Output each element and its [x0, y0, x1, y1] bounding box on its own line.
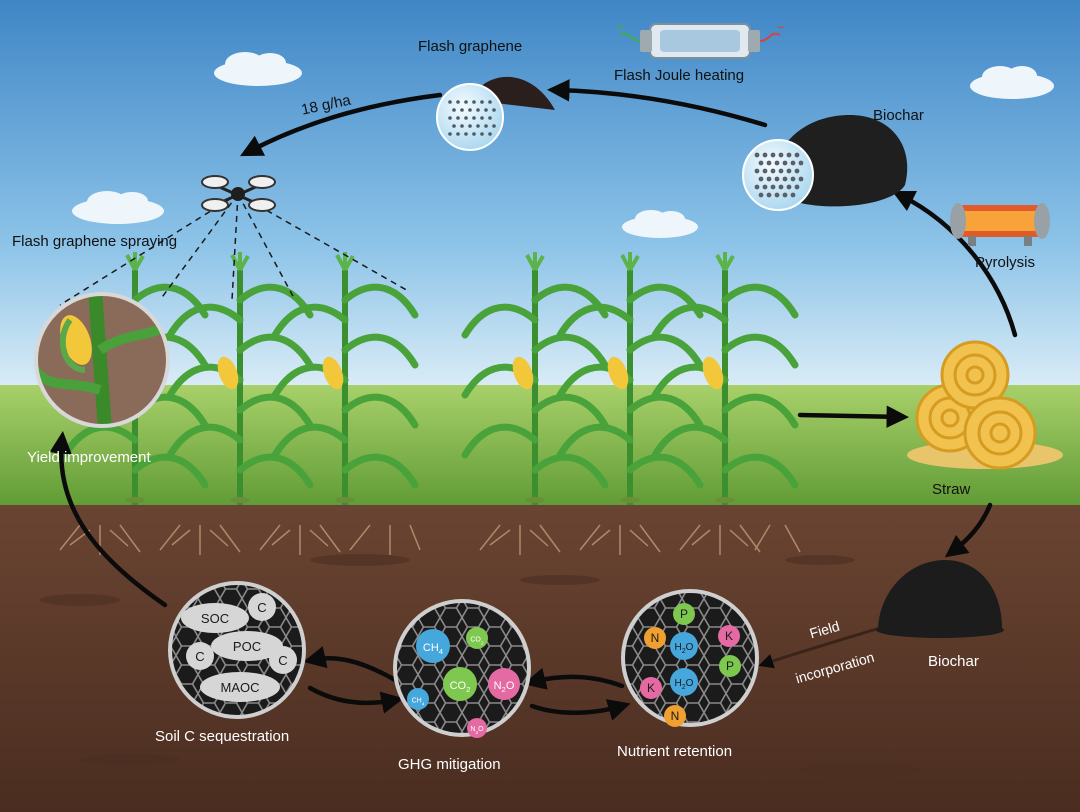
field-incorporation-arrow: [758, 626, 881, 669]
svg-text:H2O: H2O: [675, 642, 694, 655]
svg-text:N2O: N2O: [470, 726, 484, 736]
soil-c-sequestration-circle: SOC C POC C C MAOC: [168, 581, 306, 719]
soil-c-term-3: C: [186, 642, 214, 670]
svg-text:N: N: [651, 631, 660, 645]
svg-text:K: K: [647, 681, 655, 695]
svg-text:+: +: [616, 19, 624, 35]
biochar-pile-top: [742, 115, 908, 211]
nutrient-ion-5: H2O: [670, 668, 698, 696]
svg-text:C: C: [278, 653, 287, 668]
clouds: [72, 52, 1054, 238]
corn-plants: [61, 252, 799, 505]
soil-c-sequestration-label: Soil C sequestration: [155, 728, 290, 745]
svg-text:K: K: [725, 629, 733, 643]
svg-text:CH4: CH4: [423, 642, 444, 656]
nutrient-ion-1: N: [644, 627, 666, 649]
biochar-pile-bottom: [876, 560, 1004, 638]
nutrient-ion-6: P: [719, 655, 741, 677]
svg-text:MAOC: MAOC: [221, 680, 260, 695]
svg-text:N: N: [671, 709, 680, 723]
svg-text:−: −: [777, 19, 785, 35]
flash-graphene-label: Flash graphene: [418, 38, 523, 55]
svg-text:N2O: N2O: [494, 680, 515, 694]
ghg-molecule-5: N2O: [467, 718, 487, 738]
nutrient-ion-0: P: [673, 603, 695, 625]
flash-graphene-spraying-label: Flash graphene spraying: [12, 233, 178, 250]
nutrient-retention-label: Nutrient retention: [617, 743, 733, 760]
svg-text:SOC: SOC: [201, 611, 229, 626]
ghg-molecule-4: CH4: [407, 688, 429, 710]
soil-c-term-2: POC: [211, 631, 283, 661]
flash-graphene-pile: [436, 76, 555, 151]
spray-lines: [59, 193, 411, 306]
corn-plant: [461, 252, 609, 505]
svg-text:H2O: H2O: [675, 678, 694, 691]
svg-text:POC: POC: [233, 639, 261, 654]
nutrient-ion-4: K: [640, 677, 662, 699]
svg-text:CH4: CH4: [412, 697, 425, 707]
corn-plant: [651, 252, 799, 505]
soil-c-term-5: MAOC: [200, 672, 280, 702]
ghg-molecule-3: N2O: [488, 668, 520, 700]
svg-text:CO2: CO2: [470, 636, 484, 646]
corn-plant: [556, 252, 704, 505]
pyrolysis-furnace: [950, 203, 1050, 246]
soil-layer: [0, 505, 1080, 812]
soil-c-term-4: C: [269, 646, 297, 674]
soil-texture: [40, 554, 920, 777]
straw-label: Straw: [932, 481, 971, 498]
drone-icon: [201, 175, 276, 212]
ghg-mitigation-label: GHG mitigation: [398, 756, 501, 773]
soil-c-term-0: SOC: [181, 603, 249, 633]
ghg-molecule-2: CO2: [443, 667, 477, 701]
svg-text:CO2: CO2: [450, 680, 471, 694]
flash-joule-heating-label: Flash Joule heating: [614, 67, 745, 84]
straw-bales: [907, 340, 1063, 470]
flash-joule-heating-device: + −: [616, 19, 785, 59]
nutrient-ion-3: K: [718, 625, 740, 647]
ghg-molecule-0: CH4: [416, 629, 450, 663]
ghg-molecule-1: CO2: [466, 627, 488, 649]
corn-plant: [271, 252, 419, 505]
pyrolysis-label: Pyrolysis: [975, 254, 1036, 271]
biochar-top-label: Biochar: [873, 107, 924, 124]
svg-text:P: P: [726, 659, 734, 673]
biochar-bottom-label: Biochar: [928, 653, 979, 670]
soil-c-term-1: C: [248, 593, 276, 621]
nutrient-ion-7: N: [664, 705, 686, 727]
yield-improvement-label: Yield improvement: [27, 449, 151, 466]
svg-text:C: C: [195, 649, 204, 664]
roots: [59, 524, 801, 555]
svg-text:C: C: [257, 600, 266, 615]
cycle-arrows: [49, 79, 1018, 721]
nutrient-ion-2: H2O: [670, 632, 698, 660]
svg-text:P: P: [680, 607, 688, 621]
nutrient-retention-circle: P N H2O K K H2O P N: [621, 589, 759, 727]
